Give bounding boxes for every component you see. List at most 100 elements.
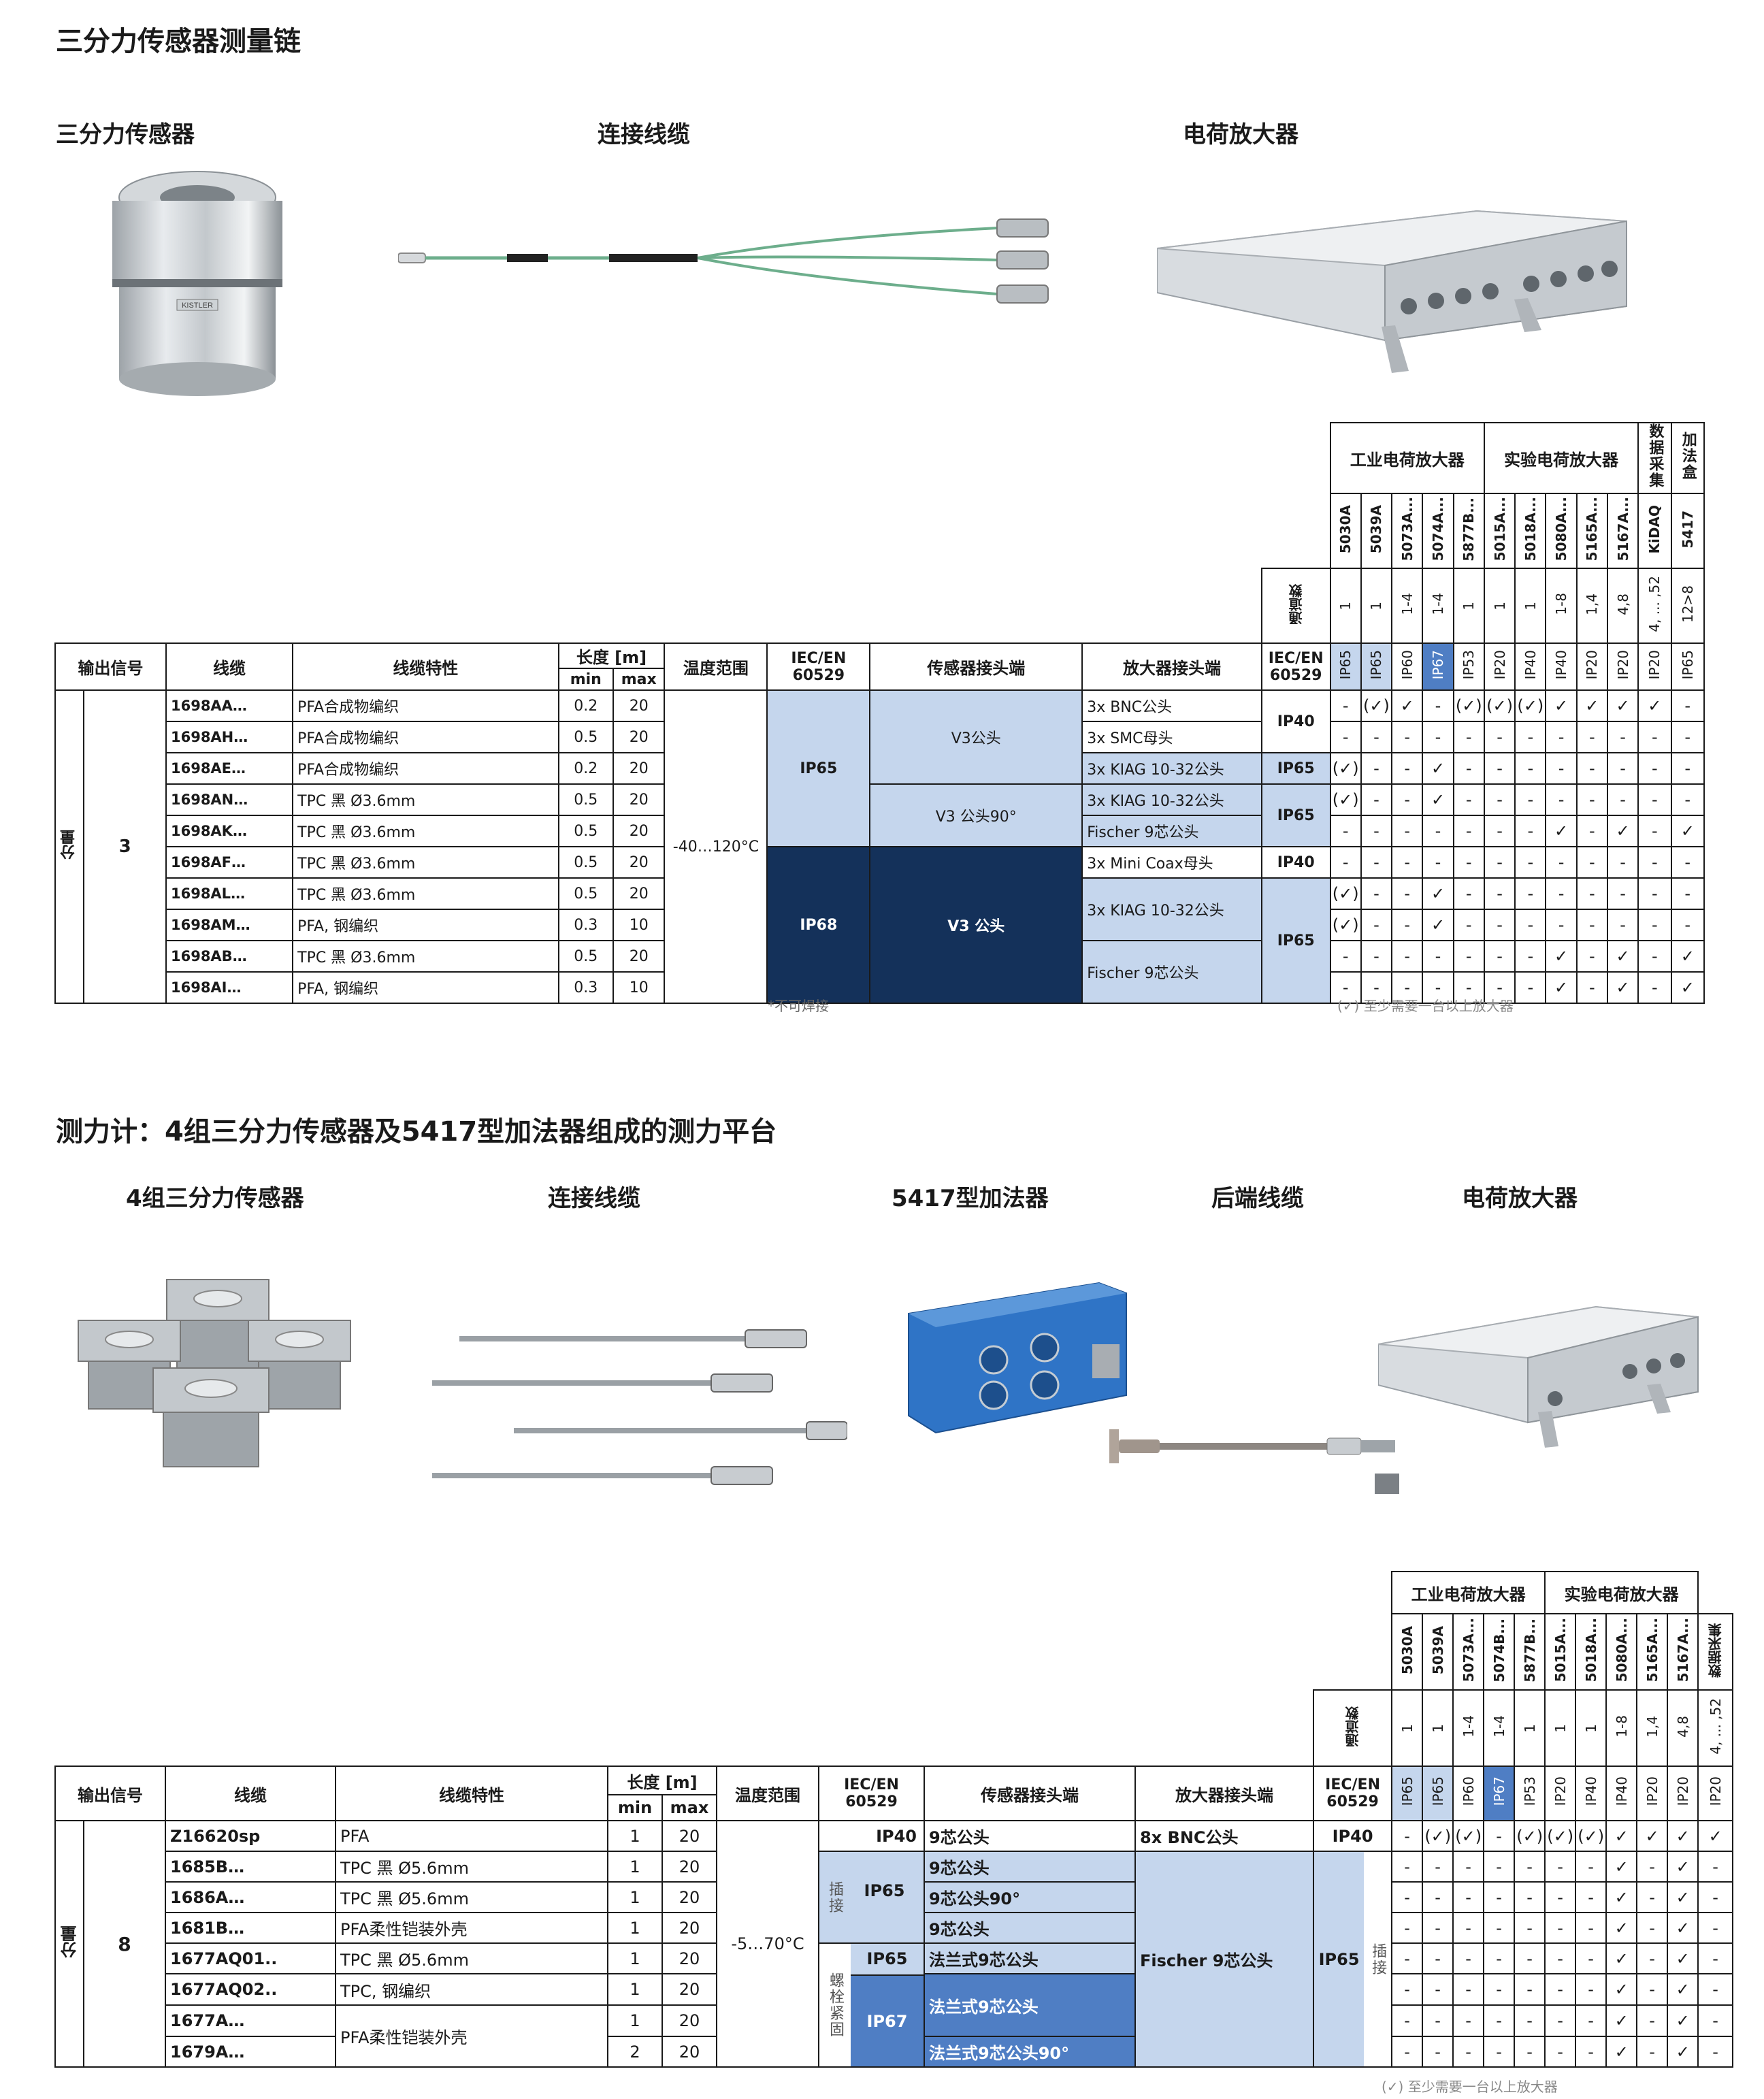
compatibility-mark: - [1391,971,1424,1004]
channels-value: 1-8 [1613,1715,1630,1738]
amp-ip: IP65 [1260,783,1331,847]
compatibility-mark: - [1391,1942,1424,1974]
compatibility-mark: - [1514,2036,1546,2068]
daq-group-2: 数据采集 [1708,1623,1725,1678]
compatibility-mark: - [1697,2004,1734,2037]
amplifier-heading: 电荷放大器 [1183,121,1298,148]
model-5039a: 5039A [1429,1625,1446,1675]
compatibility-mark: - [1452,940,1485,973]
compatibility-mark: - [1575,1942,1607,1974]
compatibility-mark: ✓ [1606,689,1639,722]
compatibility-mark: - [1483,1851,1516,1883]
amp-requirement-note: (✓) 至少需要一台以上放大器 [1337,998,1514,1014]
col-cable: 线缆 [165,642,294,691]
compatibility-mark: - [1452,1912,1485,1944]
compatibility-mark: - [1422,846,1454,879]
ip-rating: IP20 [1674,1776,1691,1806]
col-length-2: 长度 [m] [607,1766,717,1795]
compatibility-mark: ✓ [1545,689,1578,722]
cable-feature: TPC 黑 Ø3.6mm [292,877,559,910]
force-platform-table: 工业电荷放大器 实验电荷放大器 5030A 5039A 5073A... 507… [54,1571,1734,2068]
compatibility-mark: - [1483,1881,1516,1913]
compatibility-mark: - [1514,846,1547,879]
industrial-amplifier-group: 工业电荷放大器 [1329,422,1485,494]
cable-code: 1698AI… [165,971,294,1004]
cable-feature: PFA, 钢编织 [292,971,559,1004]
compatibility-mark: - [1452,971,1485,1004]
compatibility-mark: - [1697,2036,1734,2068]
model-5167a: 5167A... [1674,1618,1691,1682]
compatibility-mark: - [1606,721,1639,753]
compatibility-mark: - [1514,1851,1546,1883]
amp-ip: IP40 [1312,1820,1393,1852]
model-5018a: 5018A... [1582,1618,1599,1682]
col-length-min: min [557,668,615,691]
channels-value: 4, ... ,52 [1646,576,1663,632]
col-sensor-connector-2: 传感器接头端 [924,1766,1136,1821]
length-max: 20 [662,1881,717,1913]
output-signal-cell: 分量 [54,1820,84,2068]
length-min: 1 [607,1820,663,1852]
measurement-chain-table: 工业电荷放大器 实验电荷放大器 数据采集 加法盒 5030A 5039A 507… [54,422,1705,1004]
compatibility-mark: - [1483,940,1516,973]
channels-value: 4,8 [1614,593,1631,615]
length-max: 20 [662,2036,717,2068]
cable-heading: 连接线缆 [598,121,690,148]
charge-amplifier-image [1157,210,1627,373]
compatibility-mark: - [1544,1973,1577,2006]
amp-ip: IP40 [1260,846,1331,879]
length-min: 0.3 [557,909,615,941]
ip-rating: IP65 [1337,649,1354,680]
compatibility-mark: - [1483,1942,1516,1974]
cable-feature: PFA合成物编织 [292,721,559,753]
compatibility-mark: - [1422,1942,1454,1974]
cable-code: 1698AF… [165,846,294,879]
model-5877b: 5877B... [1521,1618,1538,1682]
amp-connector: 3x Mini Coax母头 [1081,846,1262,879]
model-5015a: 5015A... [1491,497,1508,562]
ip-rating: IP20 [1646,649,1663,680]
amp-connector: 3x SMC母头 [1081,721,1262,753]
compatibility-mark: ✓ [1545,940,1578,973]
compatibility-mark: - [1391,846,1424,879]
compatibility-mark: - [1637,721,1672,753]
ip-rating: IP20 [1552,1776,1569,1806]
compatibility-mark: - [1637,783,1672,816]
channels-value: 1,4 [1584,593,1601,615]
compatibility-mark: - [1670,689,1705,722]
cable-feature: PFA [335,1820,608,1852]
length-min: 1 [607,1881,663,1913]
amp-connector: Fischer 9芯公头 [1081,815,1262,847]
cable-code: 1698AE… [165,752,294,785]
compatibility-mark: (✓) [1452,689,1485,722]
model-5073a: 5073A... [1399,497,1416,562]
summing-amp-heading: 5417型加法器 [892,1185,1049,1212]
compatibility-mark: - [1360,877,1393,910]
cable-code: 1677AQ02.. [165,1973,336,2006]
length-min: 1 [607,1973,663,2006]
compatibility-mark: ✓ [1605,1912,1638,1944]
compatibility-mark: - [1514,1942,1546,1974]
cable-code: 1698AL… [165,877,294,910]
compatibility-mark: - [1514,1912,1546,1944]
output-label: 分量 [61,830,78,860]
compatibility-mark: - [1636,1881,1669,1913]
cable-feature: TPC 黑 Ø3.6mm [292,940,559,973]
compatibility-mark: - [1360,752,1393,785]
model-5074a: 5074A... [1429,497,1446,562]
cable-code: 1698AB… [165,940,294,973]
compatibility-mark: - [1422,721,1454,753]
compatibility-mark: ✓ [1667,1973,1699,2006]
compatibility-mark: - [1514,877,1547,910]
ip-rating: IP20 [1707,1776,1724,1806]
channels-label-2: 通道数 [1345,1706,1362,1747]
length-max: 10 [612,909,666,941]
compatibility-mark: - [1360,721,1393,753]
compatibility-mark: - [1575,909,1608,941]
output-signal-cell: 分量 [54,689,85,1004]
compatibility-mark: - [1329,971,1362,1004]
model-kidaq: KiDAQ [1646,504,1663,554]
